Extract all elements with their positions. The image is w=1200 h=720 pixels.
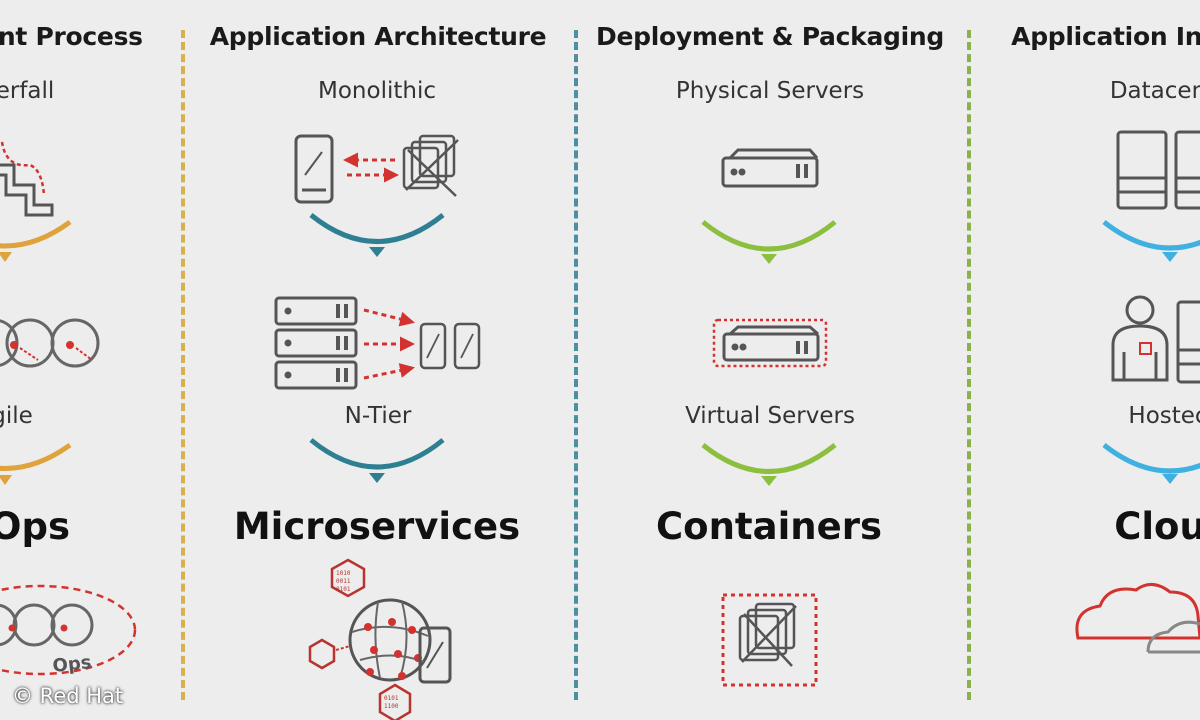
column-header-infrastructure: Application Infr [1011,22,1200,51]
result-containers: Containers [656,505,882,548]
n-tier-arrows [363,308,415,380]
datacenter-racks-icon [1116,130,1200,210]
arc-architecture-1 [309,213,445,257]
arc-process-1 [0,219,72,262]
result-cloud: Clou [1114,505,1200,548]
arc-process-2 [0,442,72,485]
arc-deployment-2 [701,443,837,486]
arc-deployment-1 [701,220,837,264]
label-datacenter: Datacen [1109,78,1200,104]
arc-infrastructure-1 [1102,220,1200,262]
container-icon [721,593,818,687]
label-hosted: Hostec [1128,403,1200,429]
divider-2 [574,30,578,700]
n-tier-servers-icon [274,296,358,390]
column-header-architecture: Application Architecture [209,22,547,51]
n-tier-phones-icon [419,322,481,370]
hosted-person-icon [1111,295,1200,384]
microservices-phone-icon [418,626,452,684]
arc-architecture-2 [309,438,445,483]
svg-text:0101: 0101 [336,586,351,593]
image-credit: © Red Hat [12,684,124,708]
svg-text:0101: 0101 [384,695,399,702]
cloud-icon [1075,583,1200,654]
divider-1 [181,30,185,700]
physical-server-icon [721,148,819,188]
svg-text:1010: 1010 [336,570,351,577]
label-agile: gile [0,403,33,429]
agile-cycles-icon [0,318,100,368]
hexagon-service-icon [308,558,412,720]
result-microservices: Microservices [233,505,521,548]
label-physical-servers: Physical Servers [675,78,865,104]
phone-icon [294,134,334,204]
column-header-deployment: Deployment & Packaging [595,22,945,51]
virtual-server-icon [712,318,828,368]
devops-loop-icon [0,584,137,676]
arc-infrastructure-2 [1102,443,1200,484]
label-n-tier: N-Tier [344,403,412,429]
divider-3 [967,30,971,700]
svg-text:0011: 0011 [336,578,351,585]
label-virtual-servers: Virtual Servers [685,403,855,429]
waterfall-icon [0,141,54,217]
result-devops: Ops [0,505,70,548]
label-monolithic: Monolithic [318,78,436,104]
column-header-process: ent Process [0,22,143,51]
monolith-stack-icon [402,134,459,197]
monolithic-icon [294,134,459,204]
label-waterfall: erfall [0,78,55,104]
svg-text:1100: 1100 [384,703,399,710]
devops-loop-ops-label: Ops [51,652,93,677]
